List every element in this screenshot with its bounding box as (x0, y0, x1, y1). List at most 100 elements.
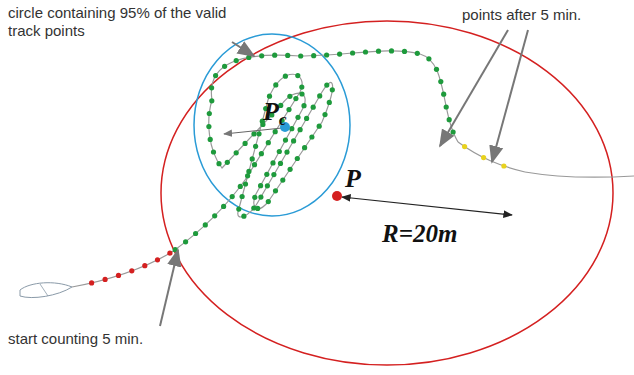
track-point (426, 56, 431, 61)
track-point (451, 129, 456, 134)
track-point (256, 131, 261, 136)
track-point (252, 162, 257, 167)
track-point (270, 160, 275, 165)
track-point (246, 169, 251, 174)
point-symbol: P (263, 98, 279, 126)
track-points (89, 48, 507, 285)
track-point (213, 73, 218, 78)
track-point (230, 194, 235, 199)
track-point (283, 138, 288, 143)
track-point (302, 145, 307, 150)
track-point (311, 105, 316, 110)
ninety-five-circle (194, 34, 350, 216)
track-point (243, 141, 248, 146)
track-point (206, 124, 211, 129)
track-point (280, 178, 285, 183)
track-point (337, 52, 342, 57)
track-point (434, 67, 439, 72)
track-point (327, 100, 332, 105)
track-point (253, 144, 258, 149)
track-point (209, 85, 214, 90)
track-point (298, 53, 303, 58)
track-line (72, 252, 172, 287)
track-point (216, 161, 221, 166)
track-point (324, 83, 329, 88)
track-point (266, 199, 271, 204)
track-point (207, 111, 212, 116)
track-point (481, 155, 486, 160)
track-point (271, 172, 276, 177)
track-point (142, 263, 147, 268)
track-point (299, 85, 304, 90)
leader-arrow (232, 42, 254, 56)
track-point (295, 73, 300, 78)
track-point (350, 50, 355, 55)
callout-label: circle containing 95% of the valid track… (8, 4, 243, 40)
track-point (293, 96, 298, 101)
track-point (258, 195, 263, 200)
track-point (259, 53, 264, 58)
track-point (324, 52, 329, 57)
track-point (330, 87, 335, 92)
leader-arrow (160, 250, 178, 326)
track-point (322, 112, 327, 117)
track-point (245, 173, 250, 178)
track-point (295, 156, 300, 161)
track-point (317, 93, 322, 98)
track-point (285, 53, 290, 58)
track-point (155, 257, 160, 262)
track-point (234, 150, 239, 155)
track-point (301, 103, 306, 108)
track-point (203, 222, 208, 227)
track-point (441, 92, 446, 97)
track-point (221, 204, 226, 209)
track-point (222, 64, 227, 69)
track-point (129, 268, 134, 273)
track-point (252, 195, 257, 200)
track-point (447, 117, 452, 122)
track-point (299, 91, 304, 96)
track-point (243, 181, 248, 186)
track-point (258, 183, 263, 188)
track-point (376, 49, 381, 54)
track-point (264, 172, 269, 177)
track-point (283, 74, 288, 79)
track-point (266, 140, 271, 145)
track-point (295, 115, 300, 120)
radius-label: R=20m (380, 220, 459, 247)
track-point (438, 79, 443, 84)
track-point (311, 53, 316, 58)
radius-arrow (342, 197, 512, 215)
track-point (211, 149, 216, 154)
track-point (273, 188, 278, 193)
track-point (116, 273, 121, 278)
track-point (317, 124, 322, 129)
track-point (501, 163, 506, 168)
point-symbol: P (345, 165, 361, 193)
track-point (246, 55, 251, 60)
track-point (286, 107, 291, 112)
callout-label: start counting 5 min. (8, 330, 143, 348)
track-point (259, 151, 264, 156)
track-point (255, 206, 260, 211)
track-point (89, 280, 94, 285)
track-point (288, 167, 293, 172)
track-point (277, 149, 282, 154)
track-point (193, 231, 198, 236)
track-point (462, 144, 467, 149)
track-point (304, 116, 309, 121)
track-point (240, 194, 245, 199)
track-point (284, 150, 289, 155)
track-point (183, 239, 188, 244)
track-point (272, 53, 277, 58)
track-point (103, 277, 108, 282)
track-point (241, 214, 246, 219)
callout-label: points after 5 min. (462, 6, 581, 24)
track-point (265, 183, 270, 188)
track-point (238, 184, 243, 189)
track-point (208, 137, 213, 142)
track-point (287, 94, 292, 99)
track-point (291, 138, 296, 143)
track-point (389, 48, 394, 53)
